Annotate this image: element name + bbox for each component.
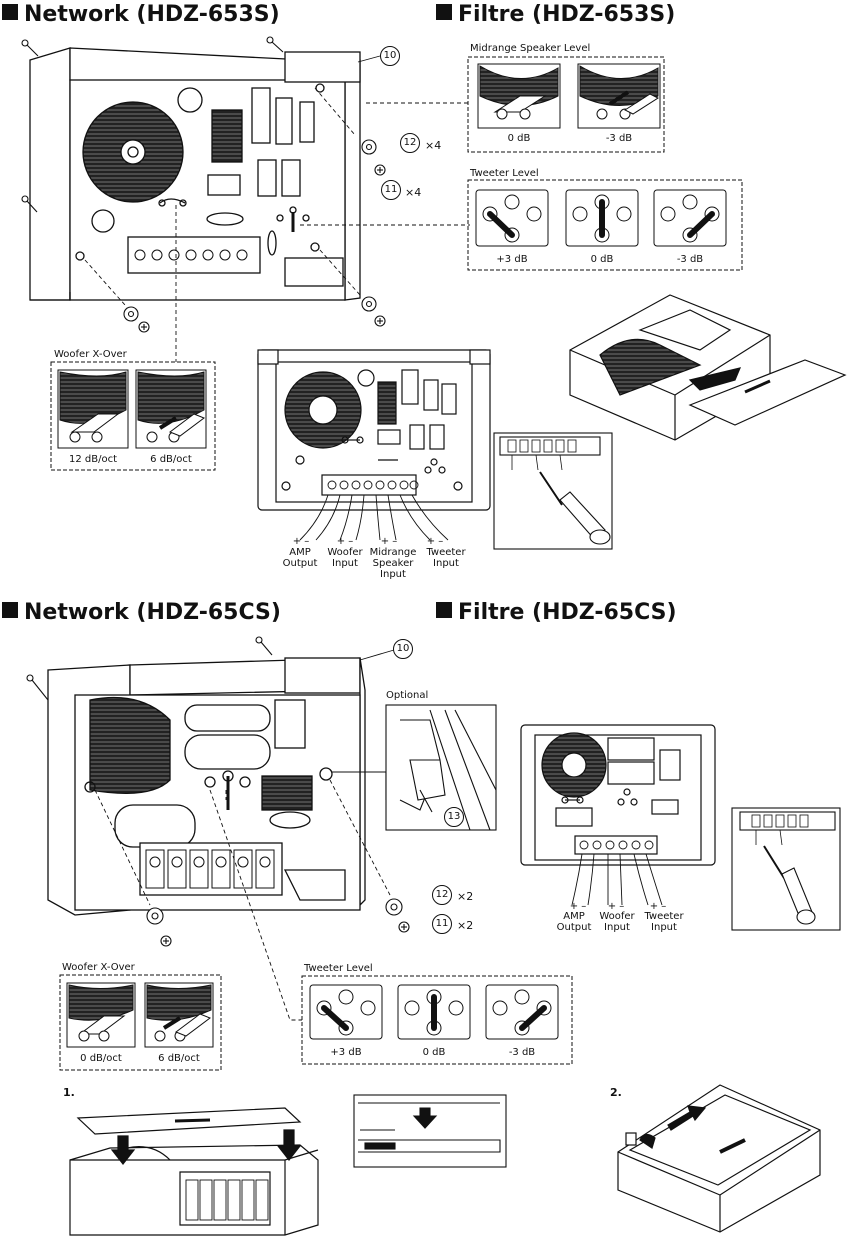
polarity-653s-midrange: + –: [380, 536, 398, 547]
callout-12-65cs-qty: ×2: [457, 890, 474, 903]
screwdriver-653s-inset: [493, 432, 613, 550]
callout-13-65cs: 13: [444, 807, 464, 827]
woofer-xover-653s-box: [50, 361, 216, 471]
title-square-icon: [436, 4, 452, 20]
network-653s-title: Network (HDZ-653S): [2, 2, 280, 28]
step1-cover-illustration: [69, 1107, 319, 1236]
callout-12-65cs: 12: [432, 885, 452, 905]
woofer-65cs-option-6: 6 dB/oct: [158, 1053, 200, 1064]
network-65cs-enclosure: [47, 657, 366, 916]
midrange-level-title: Midrange Speaker Level: [470, 43, 591, 54]
polarity-65cs-woofer: + –: [607, 901, 625, 912]
woofer-65cs-option-0: 0 dB/oct: [80, 1053, 122, 1064]
filter-653s-title: Filtre (HDZ-653S): [436, 2, 675, 28]
tweeter-65cs-option-minus3: -3 dB: [508, 1047, 536, 1058]
enclosure-cover-653s: [569, 294, 847, 441]
optional-inset: [385, 704, 497, 831]
tweeter-653s-option-plus3: +3 dB: [496, 254, 528, 265]
step2-slide-illustration: [617, 1084, 821, 1233]
network-65cs-title: Network (HDZ-65CS): [2, 600, 281, 626]
midrange-level-box: [467, 56, 665, 153]
network-653s-enclosure: [29, 47, 361, 301]
callout-11-653s-qty: ×4: [405, 186, 422, 199]
woofer-xover-65cs-title: Woofer X-Over: [62, 962, 135, 973]
woofer-653s-option-6: 6 dB/oct: [150, 454, 192, 465]
polarity-653s-tweeter: + –: [426, 536, 444, 547]
optional-label: Optional: [386, 690, 429, 701]
polarity-65cs-tweeter: + –: [649, 901, 667, 912]
woofer-653s-option-12: 12 dB/oct: [68, 454, 118, 465]
tweeter-level-653s-title: Tweeter Level: [470, 168, 539, 179]
title-square-icon: [2, 4, 18, 20]
midrange-option-0db: 0 dB: [507, 133, 531, 144]
step1-detail-inset: [353, 1094, 507, 1168]
network-653s-screws: [21, 36, 386, 333]
tweeter-level-65cs-box: [301, 975, 573, 1065]
tweeter-65cs-option-0: 0 dB: [422, 1047, 446, 1058]
callout-11-65cs-qty: ×2: [457, 919, 474, 932]
callout-12-653s-qty: ×4: [425, 139, 442, 152]
polarity-653s-woofer: + –: [336, 536, 354, 547]
woofer-xover-653s-title: Woofer X-Over: [54, 349, 127, 360]
tweeter-653s-option-minus3: -3 dB: [676, 254, 704, 265]
screwdriver-65cs-inset: [731, 807, 841, 931]
polarity-653s-amp: + –: [292, 536, 310, 547]
callout-11-653s: 11: [381, 180, 401, 200]
tweeter-653s-option-0: 0 dB: [590, 254, 614, 265]
title-square-icon: [2, 602, 18, 618]
callout-10-653s: 10: [380, 46, 400, 66]
polarity-65cs-amp: + –: [569, 901, 587, 912]
woofer-xover-65cs-box: [59, 974, 222, 1071]
tweeter-65cs-option-plus3: +3 dB: [330, 1047, 362, 1058]
title-square-icon: [436, 602, 452, 618]
midrange-option-minus3db: -3 dB: [605, 133, 633, 144]
callout-10-65cs: 10: [393, 639, 413, 659]
step-1-label: 1.: [63, 1086, 75, 1099]
callout-11-65cs: 11: [432, 914, 452, 934]
step-2-label: 2.: [610, 1086, 622, 1099]
filter-65cs-panel: [520, 724, 716, 906]
tweeter-level-653s-box: [467, 179, 743, 271]
filter-65cs-title: Filtre (HDZ-65CS): [436, 600, 677, 626]
filter-653s-panel: [257, 349, 491, 541]
network-65cs-screws: [26, 636, 410, 947]
callout-12-653s: 12: [400, 133, 420, 153]
tweeter-level-65cs-title: Tweeter Level: [304, 963, 373, 974]
